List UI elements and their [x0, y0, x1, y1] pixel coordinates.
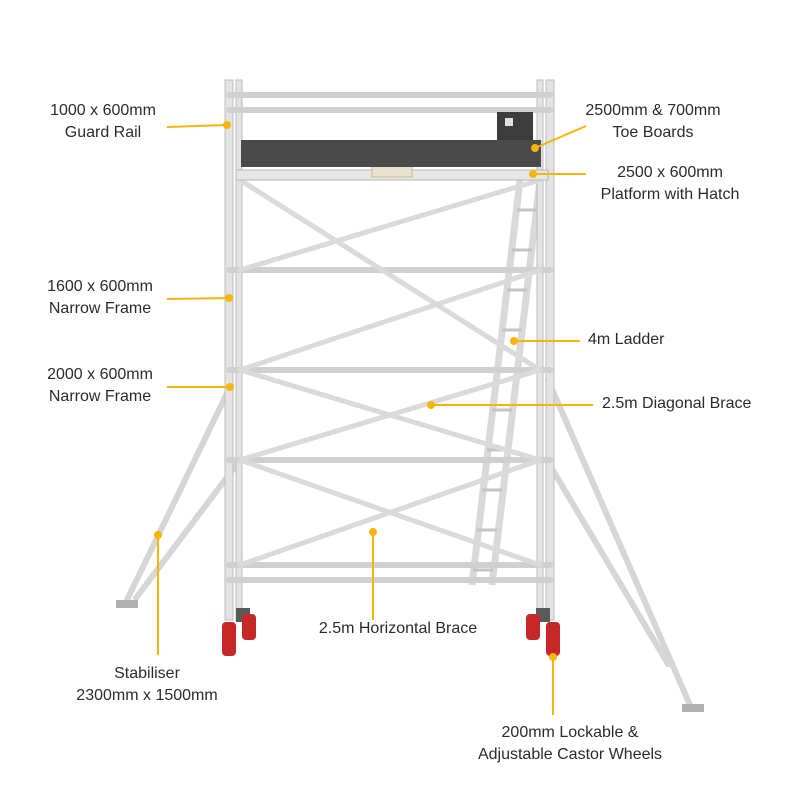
stabiliser-right [545, 377, 693, 708]
castor-wheel-left [222, 608, 256, 656]
label-narrow-frame-2000: 2000 x 600mm Narrow Frame [47, 366, 153, 405]
callout-dots [154, 121, 557, 661]
label-ladder: 4m Ladder [588, 331, 665, 348]
label-horizontal-brace: 2.5m Horizontal Brace [318, 620, 478, 637]
stabiliser-foot-right [682, 704, 704, 712]
diagonal-braces [237, 177, 543, 568]
castor-wheel-right [526, 608, 560, 656]
label-castor-wheels: 200mm Lockable & Adjustable Castor Wheel… [477, 724, 663, 763]
stabiliser-foot-left [116, 600, 138, 608]
stabiliser-left [123, 382, 243, 605]
callout-lines [157, 124, 593, 715]
horizontal-rails [226, 92, 553, 583]
label-stabiliser: Stabiliser 2300mm x 1500mm [76, 665, 218, 704]
label-guard-rail: 1000 x 600mm Guard Rail [50, 102, 156, 141]
toe-board [241, 140, 541, 167]
toe-board-plate [505, 118, 513, 126]
label-platform: 2500 x 600mm Platform with Hatch [600, 164, 740, 203]
label-toe-boards: 2500mm & 700mm Toe Boards [585, 102, 721, 141]
label-narrow-frame-1600: 1600 x 600mm Narrow Frame [47, 278, 153, 317]
label-diagonal-brace: 2.5m Diagonal Brace [602, 395, 752, 412]
toe-board-end [497, 112, 533, 140]
